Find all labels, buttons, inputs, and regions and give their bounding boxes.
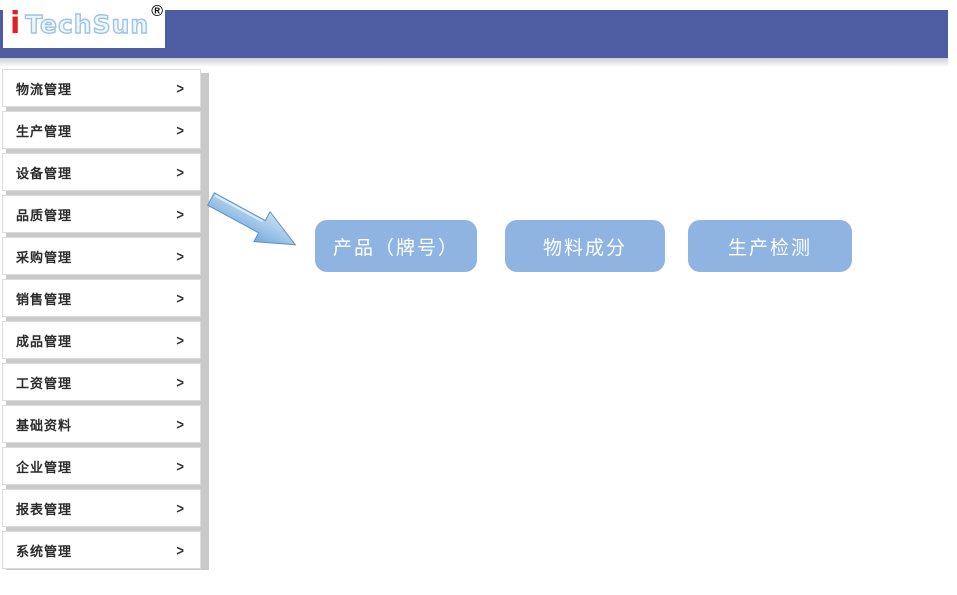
chevron-right-icon: >: [176, 247, 184, 265]
chevron-right-icon: >: [176, 331, 184, 349]
sidebar-item[interactable]: 成品管理 >: [2, 321, 201, 359]
sidebar-item-label: 成品管理: [16, 333, 73, 349]
logo-i-mark: i: [10, 6, 21, 41]
sidebar-item-label: 系统管理: [16, 543, 73, 559]
chevron-right-icon: >: [176, 121, 184, 139]
brand-logo: i TechSun ®: [3, 0, 165, 48]
sidebar-item[interactable]: 报表管理 >: [2, 489, 201, 527]
product-brand-button[interactable]: 产品（牌号）: [315, 220, 477, 272]
registered-trademark-icon: ®: [151, 3, 164, 20]
chevron-right-icon: >: [176, 499, 184, 517]
arrow-down-right-icon: [198, 190, 310, 252]
sidebar-item-label: 工资管理: [16, 375, 73, 391]
sidebar-item-label: 品质管理: [16, 207, 73, 223]
chevron-right-icon: >: [176, 541, 184, 559]
sidebar-item[interactable]: 生产管理 >: [2, 111, 201, 149]
sidebar-item-label: 采购管理: [16, 249, 73, 265]
sidebar-item[interactable]: 工资管理 >: [2, 363, 201, 401]
sidebar-item-label: 企业管理: [16, 459, 73, 475]
sidebar-item[interactable]: 销售管理 >: [2, 279, 201, 317]
sidebar-item[interactable]: 企业管理 >: [2, 447, 201, 485]
chevron-right-icon: >: [176, 205, 184, 223]
production-inspection-button[interactable]: 生产检测: [688, 220, 852, 272]
sidebar-item-label: 设备管理: [16, 165, 73, 181]
material-composition-button[interactable]: 物料成分: [505, 220, 665, 272]
chevron-right-icon: >: [176, 79, 184, 97]
sidebar-item[interactable]: 设备管理 >: [2, 153, 201, 191]
sidebar-item[interactable]: 品质管理 >: [2, 195, 201, 233]
sidebar-item[interactable]: 物流管理 >: [2, 69, 201, 107]
chevron-right-icon: >: [176, 289, 184, 307]
sidebar-item[interactable]: 采购管理 >: [2, 237, 201, 275]
chevron-right-icon: >: [176, 415, 184, 433]
sidebar-item[interactable]: 基础资料 >: [2, 405, 201, 443]
sidebar-menu: 物流管理 > 生产管理 > 设备管理 > 品质管理 > 采购管理 >: [2, 69, 201, 573]
logo-brand-text: TechSun: [25, 9, 150, 39]
sidebar-item-label: 生产管理: [16, 123, 73, 139]
header-shadow: [0, 58, 948, 67]
sidebar-item-label: 销售管理: [16, 291, 73, 307]
chevron-right-icon: >: [176, 457, 184, 475]
sidebar-item-label: 基础资料: [16, 417, 73, 433]
chevron-right-icon: >: [176, 163, 184, 181]
sidebar-item-label: 物流管理: [16, 81, 73, 97]
chevron-right-icon: >: [176, 373, 184, 391]
sidebar-item-label: 报表管理: [16, 501, 73, 517]
sidebar-item[interactable]: 系统管理 >: [2, 531, 201, 569]
